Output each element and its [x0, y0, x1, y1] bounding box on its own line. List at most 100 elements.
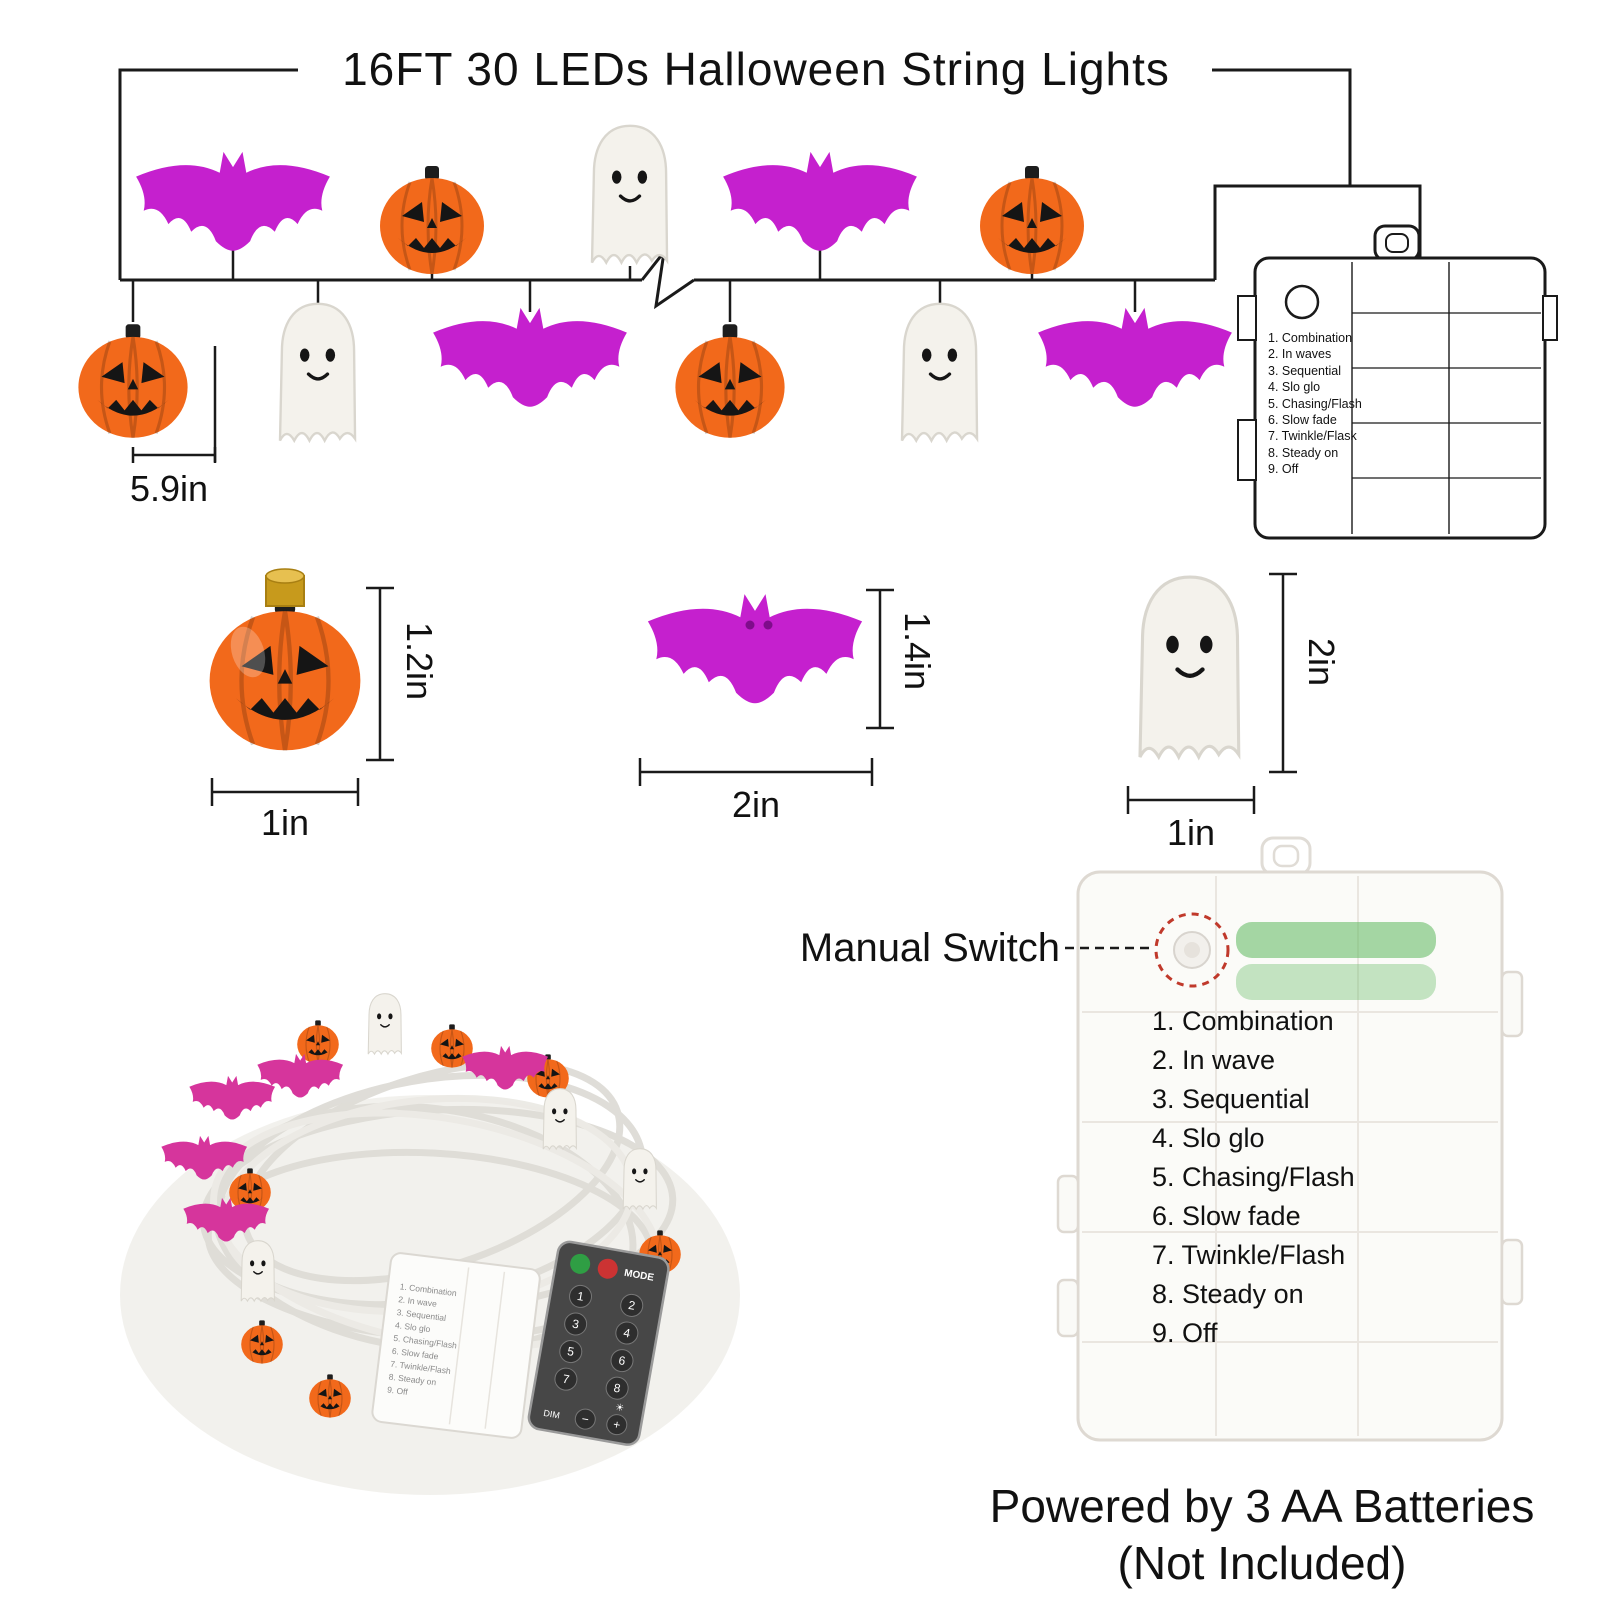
battery-icon	[1236, 964, 1436, 1000]
latch-icon	[1542, 295, 1558, 341]
bat-width-label: 2in	[731, 784, 781, 825]
mode-item: 1. Combination	[1152, 1006, 1334, 1036]
dimension-lines	[638, 588, 894, 786]
mode-item: 2. In wave	[1152, 1045, 1276, 1075]
dimension-lines	[1126, 572, 1297, 814]
mode-item: 6. Slow fade	[1268, 413, 1337, 428]
bat-icon	[1038, 307, 1232, 407]
mode-item: 9. Off	[1152, 1318, 1218, 1348]
ghost-icon	[240, 1239, 276, 1302]
top-battery-box	[1237, 224, 1558, 540]
bat-icon	[433, 307, 627, 407]
pumpkin-width-label: 1in	[260, 802, 310, 843]
hinge-icon	[1056, 1174, 1080, 1234]
plus-button: +	[612, 1417, 621, 1432]
top-battery-box-mode-list: 1. Combination 2. In waves 3. Sequential…	[1268, 330, 1362, 478]
pumpkin-icon	[378, 164, 486, 276]
digit-button: 7	[561, 1372, 570, 1387]
ghost-icon	[590, 124, 669, 265]
spacing-label: 5.9in	[130, 468, 209, 509]
bat-icon	[189, 1075, 276, 1120]
minus-button: −	[581, 1412, 590, 1427]
mode-item: 5. Chasing/Flash	[1268, 396, 1362, 411]
mode-label: MODE	[623, 1268, 655, 1284]
pumpkin-icon	[76, 322, 190, 440]
mode-item: 8. Steady on	[1268, 445, 1339, 460]
sun-icon: ☀	[614, 1402, 625, 1414]
size-figure-ghost	[1126, 572, 1297, 814]
wire-break-icon	[640, 246, 695, 310]
switch-highlight-circle	[1154, 912, 1230, 988]
mode-item: 3. Sequential	[1152, 1084, 1310, 1114]
ghost-width-label: 1in	[1166, 812, 1216, 853]
mode-item: 9. Off	[387, 1384, 409, 1397]
digit-button: 3	[571, 1317, 580, 1332]
mode-item: 4. Slo glo	[395, 1320, 432, 1334]
photo-battery-box: 1. Combination 2. In wave 3. Sequential …	[371, 1252, 541, 1439]
pumpkin-bulb-icon	[210, 594, 361, 751]
ghost-icon	[900, 302, 979, 443]
off-button-icon	[597, 1258, 618, 1279]
mode-item: 1. Combination	[1268, 331, 1353, 345]
digit-button: 6	[617, 1353, 626, 1368]
latch-icon	[1500, 1238, 1524, 1306]
ghost-height-label: 2in	[1301, 638, 1342, 687]
mode-item: 7. Twinkle/Flash	[1152, 1240, 1346, 1270]
spacing-dimension	[131, 346, 217, 463]
bat-height-label: 1.4in	[897, 612, 938, 691]
bat-icon	[136, 151, 330, 251]
title-bracket-left	[118, 68, 298, 280]
digit-buttons: 1 2 3 4 5 6 7 8	[554, 1284, 644, 1400]
switch-button-icon	[1284, 284, 1320, 320]
digit-button: 2	[627, 1298, 636, 1313]
size-figure-pumpkin	[210, 568, 394, 806]
ghost-bulb-icon	[1140, 577, 1239, 757]
ghost-icon	[542, 1087, 578, 1150]
latch-icon	[1237, 419, 1257, 481]
product-title: 16FT 30 LEDs Halloween String Lights	[342, 43, 1170, 95]
mode-item: 7. Twinkle/Flask	[1268, 429, 1357, 444]
digit-button: 8	[613, 1381, 622, 1396]
mode-item: 6. Slow fade	[1152, 1201, 1301, 1231]
title-bracket-right	[1212, 68, 1352, 186]
ghost-icon	[278, 302, 357, 443]
wire-to-battery	[1213, 184, 1422, 280]
main-battery-box-mode-list: 1. Combination 2. In wave 3. Sequential …	[1152, 1002, 1355, 1353]
pumpkin-icon	[978, 164, 1086, 276]
mode-item: 8. Steady on	[1152, 1279, 1304, 1309]
battery-icon	[1236, 922, 1436, 958]
manual-switch-label: Manual Switch	[799, 926, 1060, 970]
ghost-icon	[367, 992, 403, 1055]
dimension-lines	[210, 586, 394, 806]
pumpkin-icon	[673, 322, 787, 440]
mode-item: 2. In wave	[398, 1294, 438, 1309]
bat-icon	[723, 151, 917, 251]
power-caption-line2: (Not Included)	[1117, 1537, 1407, 1589]
mode-item: 9. Off	[1268, 462, 1299, 477]
power-caption-line1: Powered by 3 AA Batteries	[989, 1480, 1535, 1532]
mode-item: 4. Slo glo	[1268, 380, 1321, 395]
product-photo: 1. Combination 2. In wave 3. Sequential …	[120, 992, 740, 1495]
garland-ornaments	[76, 124, 1232, 443]
title-brackets	[118, 68, 1352, 280]
digit-button: 4	[622, 1326, 631, 1341]
remote-control: MODE 1 2 3 4 5 6 7 8 ☀ DIM − +	[527, 1240, 670, 1446]
hinge-icon	[1056, 1278, 1080, 1338]
mode-item: 2. In waves	[1268, 347, 1332, 362]
size-figure-bat	[638, 588, 894, 786]
latch-icon	[1237, 295, 1257, 341]
digit-button: 5	[566, 1344, 575, 1359]
digit-button: 1	[576, 1289, 585, 1304]
timer-button-icon	[570, 1253, 591, 1274]
power-caption: Powered by 3 AA Batteries (Not Included)	[990, 1478, 1535, 1592]
mode-item: 5. Chasing/Flash	[1152, 1162, 1355, 1192]
pumpkin-height-label: 1.2in	[399, 622, 440, 701]
mode-item: 4. Slo glo	[1152, 1123, 1265, 1153]
latch-icon	[1500, 970, 1524, 1038]
dim-label: DIM	[543, 1408, 561, 1421]
ghost-icon	[622, 1147, 658, 1210]
mode-item: 3. Sequential	[1268, 363, 1341, 378]
main-battery-box	[1056, 836, 1524, 1442]
